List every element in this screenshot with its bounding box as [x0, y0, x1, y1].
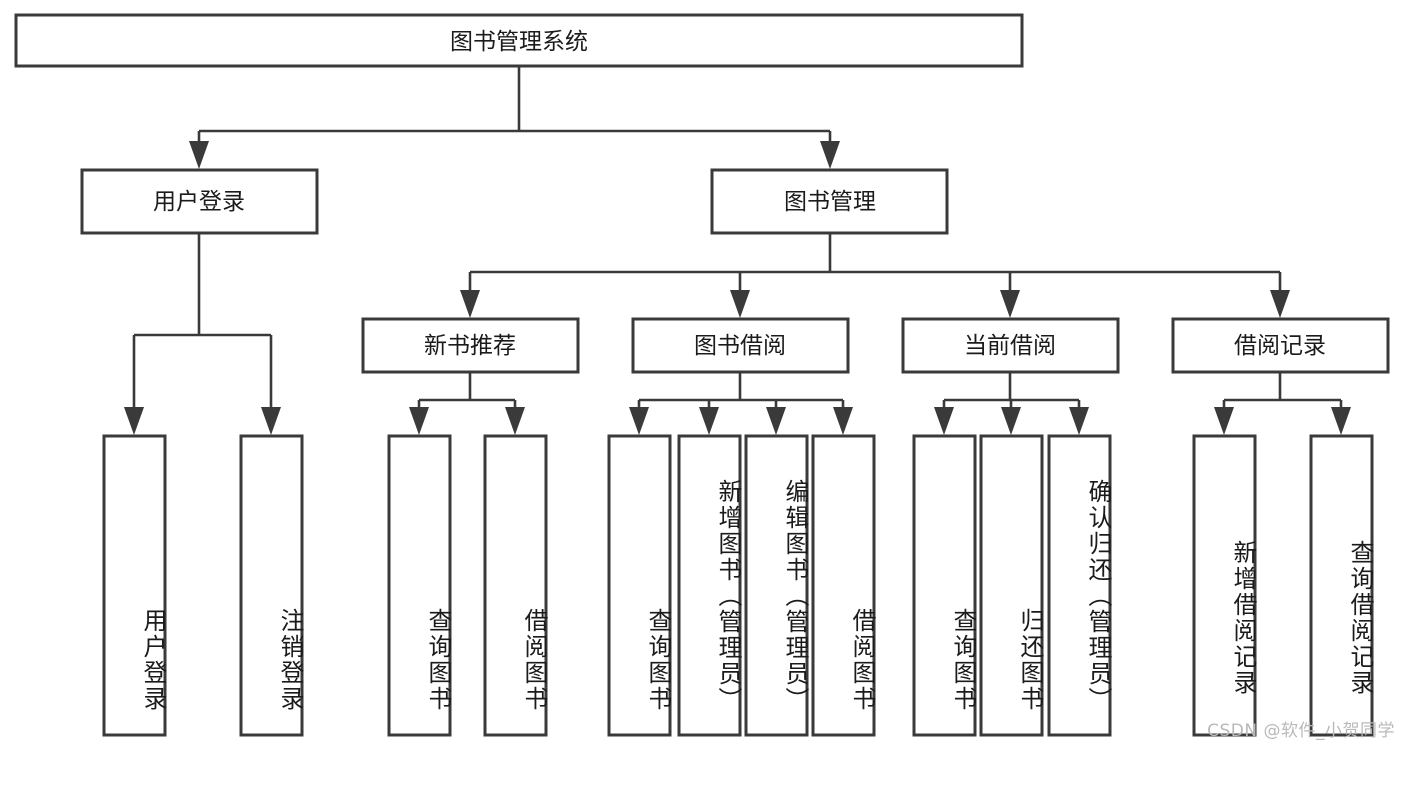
leaf-box-query-book-2[interactable] [607, 434, 672, 737]
new-book-recommend-box[interactable] [361, 317, 580, 374]
leaf-box-add-book[interactable] [677, 434, 742, 737]
arrowhead-current-borrow [1000, 290, 1020, 318]
connectors-layer [124, 66, 1351, 435]
leaf-box-borrow-book-2[interactable] [811, 434, 876, 737]
arrowhead-edit-book [766, 407, 786, 435]
arrowhead-query-book-2 [629, 407, 649, 435]
arrowhead-return-book [1001, 407, 1021, 435]
leaf-box-query-record[interactable] [1309, 434, 1374, 737]
leaf-box-user-login[interactable] [102, 434, 167, 737]
arrowhead-borrow-book-2 [833, 407, 853, 435]
leaf-box-confirm-return[interactable] [1047, 434, 1112, 737]
user-login-label: 用户登录 [153, 189, 245, 215]
leaf-box-add-record[interactable] [1192, 434, 1257, 737]
arrowhead-leaf-user-logout [261, 407, 281, 435]
watermark-text: CSDN @软件_小贺同学 [1207, 721, 1395, 741]
book-borrow-label: 图书借阅 [694, 333, 786, 359]
arrowhead-new-book-recommend [460, 290, 480, 318]
leaf-box-edit-book[interactable] [744, 434, 809, 737]
diagram-canvas: 图书管理系统 用户登录 图书管理 新书推荐 图书借阅 当前借阅 借阅记录 [14, 13, 1395, 741]
node-book-manage[interactable]: 图书管理 [710, 168, 949, 235]
arrowhead-query-book-3 [934, 407, 954, 435]
arrowhead-borrow-record [1270, 290, 1290, 318]
leaf-box-query-book-3[interactable] [912, 434, 977, 737]
arrowhead-leaf-user-login [124, 407, 144, 435]
leaf-box-borrow-book-1[interactable] [483, 434, 548, 737]
root-label: 图书管理系统 [450, 29, 588, 55]
current-borrow-box[interactable] [901, 317, 1120, 374]
node-book-borrow[interactable]: 图书借阅 [631, 317, 850, 374]
arrowhead-borrow-book-1 [505, 407, 525, 435]
borrow-record-label: 借阅记录 [1234, 333, 1326, 359]
leaf-boxes-layer [102, 434, 1374, 737]
leaf-box-query-book-1[interactable] [387, 434, 452, 737]
current-borrow-label: 当前借阅 [964, 333, 1056, 359]
borrow-record-box[interactable] [1171, 317, 1390, 374]
node-root[interactable]: 图书管理系统 [14, 13, 1024, 68]
node-new-book-recommend[interactable]: 新书推荐 [361, 317, 580, 374]
hierarchy-diagram: 图书管理系统 用户登录 图书管理 新书推荐 图书借阅 当前借阅 借阅记录 [14, 13, 1390, 737]
root-box[interactable] [14, 13, 1024, 68]
node-borrow-record[interactable]: 借阅记录 [1171, 317, 1390, 374]
arrowhead-add-record [1214, 407, 1234, 435]
arrowhead-query-book-1 [409, 407, 429, 435]
new-book-recommend-label: 新书推荐 [424, 333, 516, 359]
book-borrow-box[interactable] [631, 317, 850, 374]
leaf-box-return-book[interactable] [979, 434, 1044, 737]
node-current-borrow[interactable]: 当前借阅 [901, 317, 1120, 374]
leaf-box-user-logout[interactable] [239, 434, 304, 737]
arrowhead-confirm-return [1069, 407, 1089, 435]
book-manage-box[interactable] [710, 168, 949, 235]
user-login-box[interactable] [80, 168, 319, 235]
arrowhead-user-login [189, 141, 209, 169]
book-manage-label: 图书管理 [784, 189, 876, 215]
node-user-login[interactable]: 用户登录 [80, 168, 319, 235]
arrowhead-book-manage [820, 141, 840, 169]
arrowhead-query-record [1331, 407, 1351, 435]
arrowhead-add-book [699, 407, 719, 435]
arrowhead-book-borrow [730, 290, 750, 318]
